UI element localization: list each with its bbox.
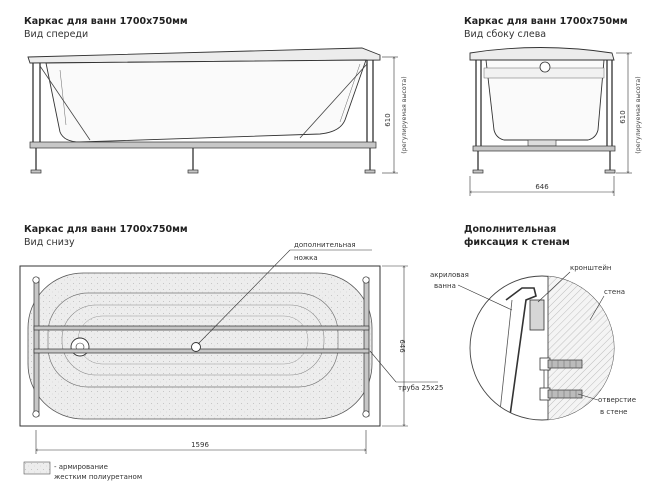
wall-detail-title-line1: Дополнительная — [464, 224, 556, 235]
legend-swatch — [23, 461, 51, 475]
side-tub-rim — [469, 47, 615, 61]
label-acrylic-line1: акриловая — [430, 271, 469, 279]
wall-detail: Дополнительная фиксация к стенам акрилов… — [430, 224, 636, 421]
bottom-width-value: 646 — [398, 339, 406, 353]
tub-rim — [27, 47, 381, 64]
legend-line1: - армирование — [54, 463, 108, 471]
drain-icon — [527, 139, 557, 147]
bottom-length-value: 1596 — [191, 441, 209, 449]
callout-pipe-line — [369, 350, 397, 383]
front-view-subtitle: Вид спереди — [24, 29, 88, 40]
front-view: Каркас для ванн 1700х750мм Вид спереди 6… — [24, 16, 408, 174]
anchor-upper — [547, 359, 583, 369]
side-height-note: (регулируемая высота) — [635, 76, 642, 153]
bracket-icon — [529, 299, 545, 331]
brace-left — [39, 65, 91, 141]
side-tub-body — [485, 59, 605, 141]
wall-detail-title-line2: фиксация к стенам — [464, 237, 570, 248]
front-view-title: Каркас для ванн 1700х750мм — [24, 16, 188, 27]
side-frame-bar — [472, 145, 616, 152]
front-height-value: 610 — [384, 113, 392, 126]
bottom-view-title: Каркас для ванн 1700х750мм — [24, 224, 188, 235]
overflow-icon — [539, 61, 551, 73]
side-view-title: Каркас для ванн 1700х750мм — [464, 16, 628, 27]
acrylic-tub-edge — [505, 287, 537, 420]
bottom-view: Каркас для ванн 1700х750мм Вид снизу доп… — [19, 224, 443, 454]
anchor-lower — [547, 389, 583, 399]
label-hole-line1: отверстие — [598, 396, 636, 404]
side-view-subtitle: Вид сбоку слева — [464, 29, 546, 40]
side-view: Каркас для ванн 1700х750мм Вид сбоку сле… — [464, 16, 642, 196]
label-hole-line2: в стене — [600, 408, 627, 416]
tub-body — [45, 59, 367, 143]
side-width-value: 646 — [535, 183, 549, 191]
label-acrylic-line2: ванна — [434, 282, 456, 290]
legend: - армирование жестким полиуретаном — [23, 461, 142, 481]
label-wall: стена — [604, 288, 625, 296]
frame-legs — [30, 148, 376, 174]
brace-right — [299, 63, 368, 139]
front-height-note: (регулируемая высота) — [401, 76, 408, 153]
callout-extra-leg-line1: дополнительная — [294, 241, 356, 249]
label-bracket: кронштейн — [570, 264, 611, 272]
legend-line2: жестким полиуретаном — [54, 473, 142, 481]
side-height-value: 610 — [619, 110, 627, 123]
bottom-frame — [32, 276, 370, 418]
frame-bottom-bar — [29, 141, 377, 149]
callout-pipe-text: труба 25х25 — [398, 384, 443, 392]
bottom-view-subtitle: Вид снизу — [24, 237, 75, 248]
callout-extra-leg-line — [197, 249, 291, 345]
extra-leg-icon — [191, 342, 201, 352]
callout-extra-leg-line2: ножка — [294, 254, 318, 262]
